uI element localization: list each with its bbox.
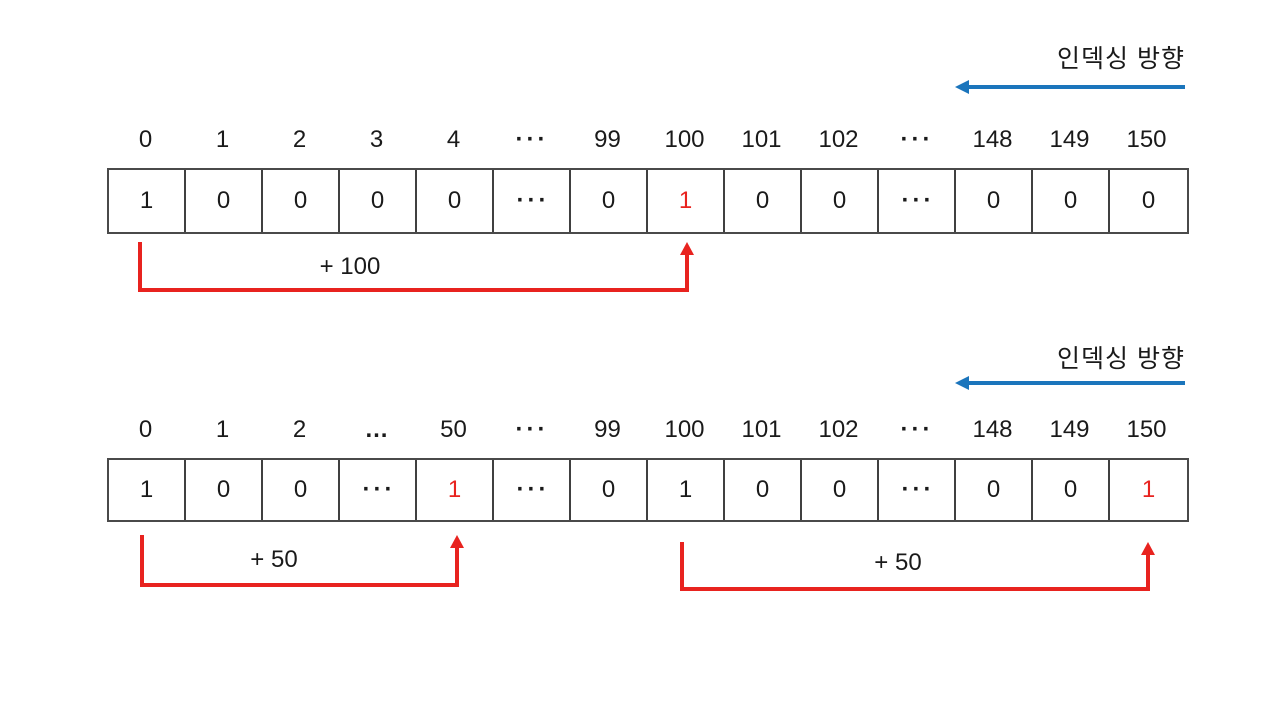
- index-label: ···: [515, 416, 549, 443]
- bracket-bottom-line: [140, 583, 459, 587]
- jump-arrow-plus-50-left: [140, 535, 464, 587]
- array-cell: 0: [802, 460, 879, 520]
- index-label: 150: [1126, 416, 1167, 443]
- array-cell: 0: [571, 170, 648, 232]
- bracket-right-line: [685, 253, 689, 292]
- arrow-left-head-icon: [955, 80, 969, 94]
- index-label: ···: [900, 126, 934, 153]
- array-cell: 0: [186, 460, 263, 520]
- index-label: 101: [741, 126, 782, 153]
- arrow-line: [965, 85, 1185, 89]
- bracket-left-line: [140, 535, 144, 587]
- array-cell: ···: [494, 460, 571, 520]
- array-cell: ···: [879, 460, 956, 520]
- index-label: 100: [664, 416, 705, 443]
- index-label: 3: [369, 126, 384, 153]
- index-label: 99: [594, 416, 621, 443]
- array-cell: 0: [956, 170, 1033, 232]
- index-label: 148: [972, 416, 1013, 443]
- index-label: 2: [292, 126, 307, 153]
- array-cell: 0: [725, 170, 802, 232]
- index-label: 150: [1126, 126, 1167, 153]
- bracket-right-line: [455, 546, 459, 587]
- array-index-row-bottom: 0 1 2 … 50 ··· 99 100 101 102 ··· 148 149 150: [107, 416, 1185, 444]
- index-label: 100: [664, 126, 705, 153]
- index-label: 149: [1049, 126, 1090, 153]
- bracket-bottom-line: [680, 587, 1150, 591]
- indexing-direction-label-bottom: 인덱싱 방향: [1057, 345, 1185, 373]
- array-cell: 0: [263, 460, 340, 520]
- array-cell: 0: [1141, 187, 1156, 214]
- index-label: 102: [818, 126, 859, 153]
- jump-label-plus-100: + 100: [319, 253, 381, 280]
- arrow-up-head-icon: [450, 535, 464, 548]
- array-cell: 0: [340, 170, 417, 232]
- indexing-direction-arrow-bottom: [955, 376, 1185, 390]
- index-label: 1: [215, 126, 230, 153]
- jump-label-plus-50-right: + 50: [874, 549, 922, 576]
- index-label: ···: [515, 126, 549, 153]
- array-cell: 0: [956, 460, 1033, 520]
- arrow-up-head-icon: [680, 242, 694, 255]
- indexing-direction-arrow-top: [955, 80, 1185, 94]
- index-label: 50: [440, 416, 467, 443]
- array-cell: ···: [340, 460, 417, 520]
- index-label: 99: [594, 126, 621, 153]
- array-cell: 0: [1033, 460, 1110, 520]
- array-cell: 0: [571, 460, 648, 520]
- array-cell: 1: [1141, 476, 1156, 503]
- array-cell: 0: [263, 170, 340, 232]
- array-cell: 1: [648, 460, 725, 520]
- jump-arrow-plus-100: [138, 242, 694, 292]
- index-label: 0: [138, 416, 153, 443]
- index-label: 2: [292, 416, 307, 443]
- array-cell: ···: [879, 170, 956, 232]
- arrow-line: [965, 381, 1185, 385]
- index-label: 4: [446, 126, 461, 153]
- array-cell: 0: [186, 170, 263, 232]
- indexing-direction-label-top: 인덱싱 방향: [1057, 45, 1185, 73]
- index-label: 149: [1049, 416, 1090, 443]
- array-index-row-top: 0 1 2 3 4 ··· 99 100 101 102 ··· 148 149 150: [107, 126, 1185, 154]
- array-cell: 1: [109, 170, 186, 232]
- bracket-left-line: [138, 242, 142, 292]
- array-cell: 0: [725, 460, 802, 520]
- array-cell: 1: [109, 460, 186, 520]
- arrow-up-head-icon: [1141, 542, 1155, 555]
- array-cell: 0: [417, 170, 494, 232]
- bracket-bottom-line: [138, 288, 689, 292]
- array-cell: 0: [1033, 170, 1110, 232]
- index-label: 0: [138, 126, 153, 153]
- index-label: …: [364, 416, 391, 443]
- array-cell: 0: [802, 170, 879, 232]
- index-label: 102: [818, 416, 859, 443]
- index-label: ···: [900, 416, 934, 443]
- index-label: 101: [741, 416, 782, 443]
- bracket-right-line: [1146, 553, 1150, 591]
- index-label: 1: [215, 416, 230, 443]
- array-cell: 1: [417, 460, 494, 520]
- array-cell: 1: [648, 170, 725, 232]
- bracket-left-line: [680, 542, 684, 591]
- jump-label-plus-50-left: + 50: [250, 546, 298, 573]
- array-cell: ···: [494, 170, 571, 232]
- jump-arrow-plus-50-right: [680, 542, 1155, 591]
- arrow-left-head-icon: [955, 376, 969, 390]
- index-label: 148: [972, 126, 1013, 153]
